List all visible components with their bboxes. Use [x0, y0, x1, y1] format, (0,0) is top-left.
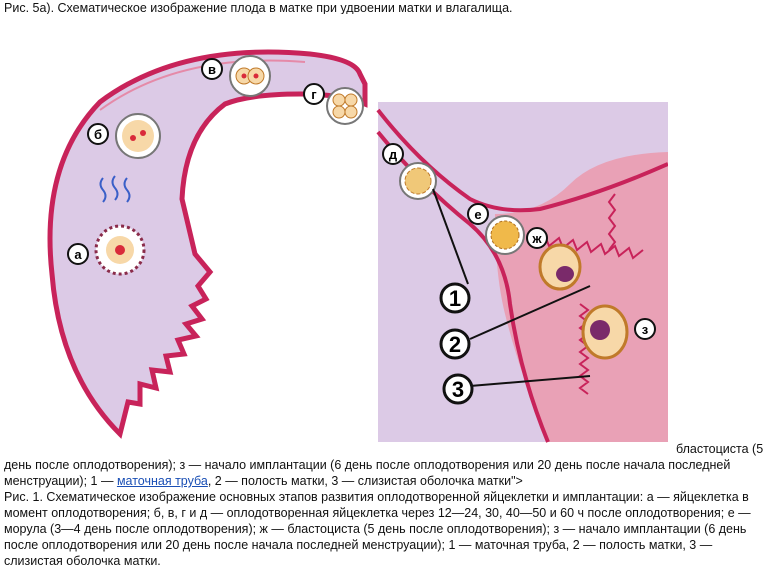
caption-tail: бластоциста (5	[676, 442, 764, 456]
cell-d	[399, 162, 437, 200]
stage-label-g: г	[311, 87, 317, 102]
stage-label-e: е	[474, 207, 481, 222]
part-number-2: 2	[449, 332, 461, 357]
caption-continued: день после оплодотворения); з — начало и…	[4, 457, 768, 489]
stage-label-a: а	[74, 247, 82, 262]
diagram-figure: а б в г д е ж з 1 2 3	[0, 14, 668, 450]
caption-continued-text: день после оплодотворения); з — начало и…	[4, 458, 731, 488]
part-number-3: 3	[452, 377, 464, 402]
stage-label-z: з	[642, 322, 649, 337]
diagram-svg: а б в г д е ж з 1 2 3	[0, 14, 668, 450]
part-number-1: 1	[449, 286, 461, 311]
uterus-right-panel	[376, 102, 668, 443]
cell-g	[326, 87, 364, 125]
cell-zh	[538, 243, 582, 291]
figure-caption-top: Рис. 5а). Схематическое изображение плод…	[4, 1, 513, 15]
stage-label-v: в	[208, 62, 216, 77]
figure-1-caption: Рис. 1. Схематическое изображение основн…	[4, 490, 751, 568]
cell-e	[485, 215, 525, 255]
stage-label-zh: ж	[531, 231, 542, 246]
stage-badges: а б в г д е ж з	[67, 58, 656, 340]
cell-b	[115, 113, 161, 159]
stage-label-b: б	[94, 127, 102, 142]
cell-v	[229, 55, 271, 97]
cell-a	[94, 175, 146, 276]
fallopian-tube-link[interactable]: маточная труба	[116, 474, 208, 488]
stage-label-d: д	[389, 147, 398, 162]
text-block: день после оплодотворения); з — начало и…	[4, 457, 768, 569]
cell-z	[581, 304, 629, 360]
part-callouts: 1 2 3	[439, 282, 474, 405]
caption-continued-end: , 2 — полость матки, 3 — слизистая оболо…	[207, 474, 523, 488]
